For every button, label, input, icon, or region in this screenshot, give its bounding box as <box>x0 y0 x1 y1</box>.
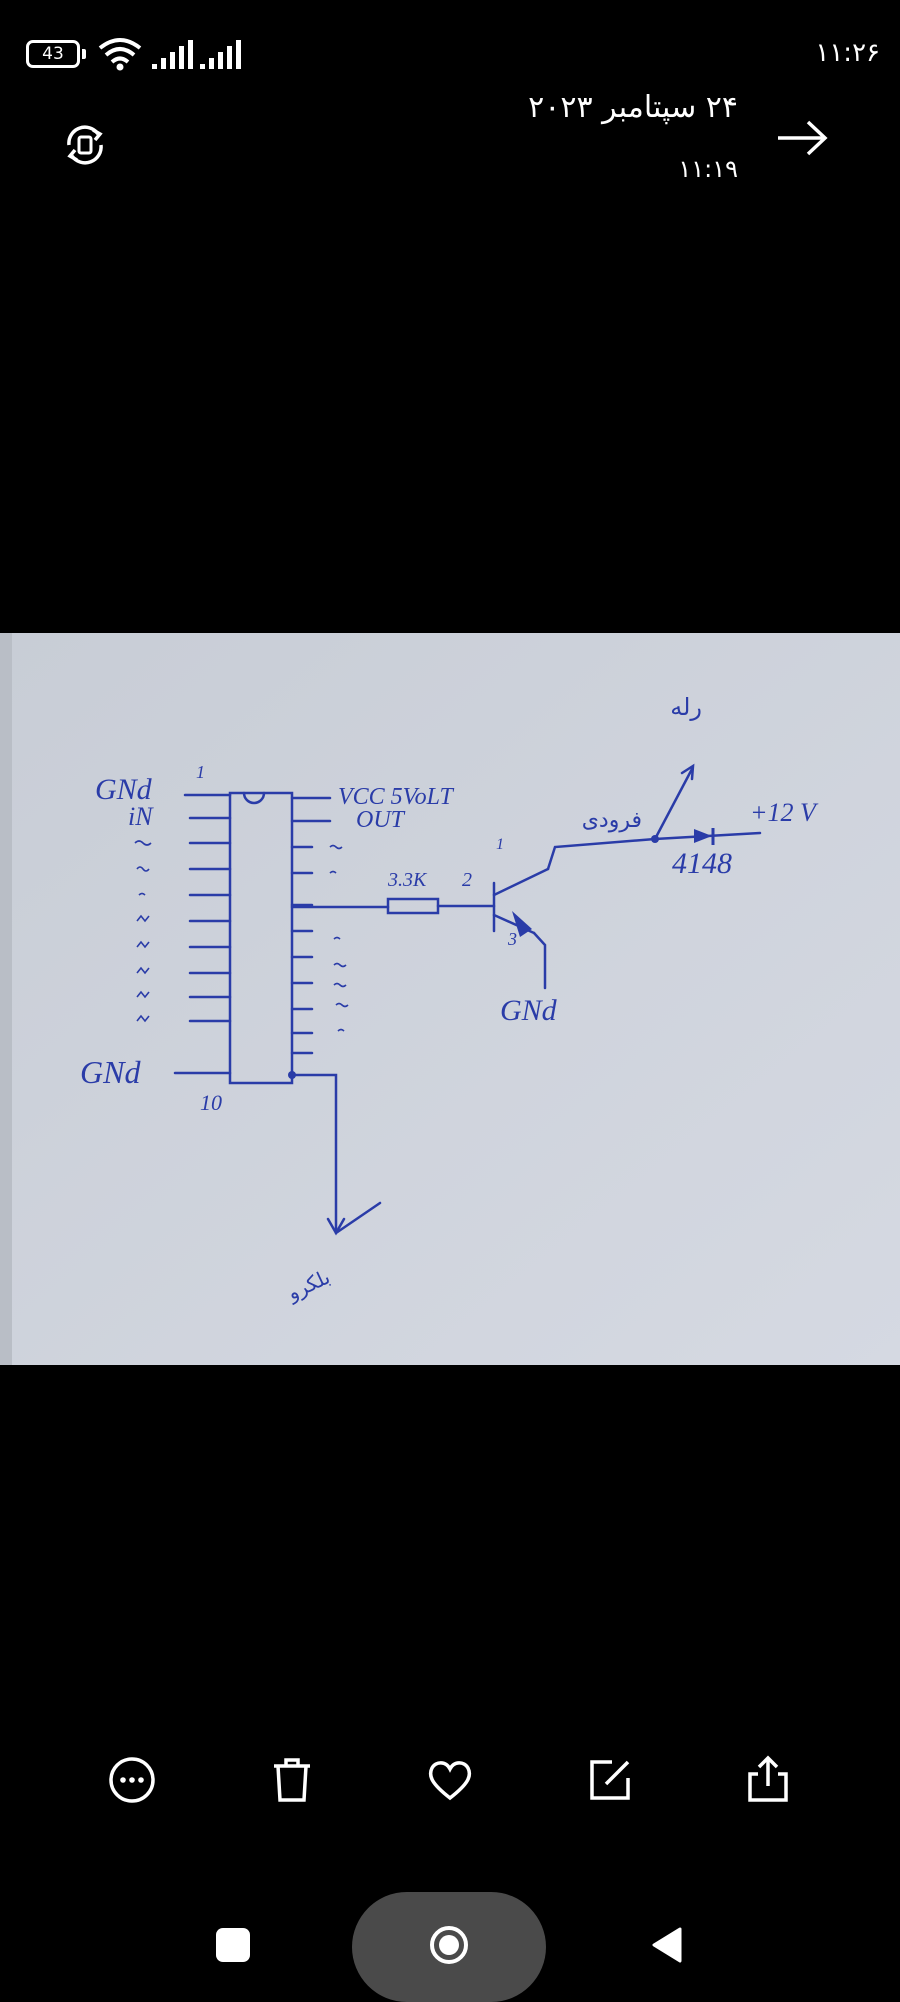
photo-date: ۲۴ سپتامبر ۲۰۲۳ <box>528 90 738 125</box>
status-clock: ۱۱:۲۶ <box>815 38 880 68</box>
signal-icon <box>200 40 241 69</box>
label-pin10: 10 <box>200 1090 222 1115</box>
label-collector: 1 <box>496 836 504 853</box>
back-icon[interactable] <box>650 1926 684 1964</box>
recents-icon[interactable] <box>216 1928 250 1962</box>
share-icon[interactable] <box>740 1752 796 1808</box>
label-out: OUT <box>356 807 406 833</box>
label-resistor: 3.3K <box>387 869 428 891</box>
status-bar: 43 ۱۱:۲۶ <box>0 0 900 110</box>
battery-tip <box>82 49 86 59</box>
label-pin1: 1 <box>196 762 205 782</box>
more-icon[interactable] <box>104 1752 160 1808</box>
heart-icon[interactable] <box>422 1752 478 1808</box>
edit-icon[interactable] <box>582 1752 638 1808</box>
photo-time: ۱۱:۱۹ <box>678 155 738 183</box>
label-gnd-bottom: GNd <box>80 1054 141 1090</box>
label-supply: +12 V <box>750 798 819 827</box>
label-diode: 4148 <box>672 847 732 880</box>
label-gnd-top: GNd <box>95 773 153 806</box>
circuit-sketch: GNd 1 iN GNd 10 VCC 5VoLT OUT 3.3K 2 1 3… <box>0 633 900 1365</box>
battery-level: 43 <box>42 44 64 64</box>
rotate-screen-icon[interactable] <box>60 120 110 170</box>
label-emitter: 3 <box>507 929 517 949</box>
arrow-right-icon[interactable] <box>774 116 830 160</box>
label-relay: رله <box>670 693 702 721</box>
trash-icon[interactable] <box>264 1752 320 1808</box>
label-vcc: VCC 5VoLT <box>338 784 455 810</box>
signal-icon <box>152 40 193 69</box>
battery-icon: 43 <box>26 40 80 68</box>
label-gnd: GNd <box>500 994 558 1027</box>
wifi-icon <box>98 38 142 71</box>
home-icon[interactable] <box>428 1924 470 1966</box>
photo-viewer[interactable]: GNd 1 iN GNd 10 VCC 5VoLT OUT 3.3K 2 1 3… <box>0 633 900 1365</box>
label-in: iN <box>128 802 154 831</box>
label-base: 2 <box>462 869 472 891</box>
label-input: فرودی <box>582 808 642 833</box>
header <box>0 110 900 220</box>
